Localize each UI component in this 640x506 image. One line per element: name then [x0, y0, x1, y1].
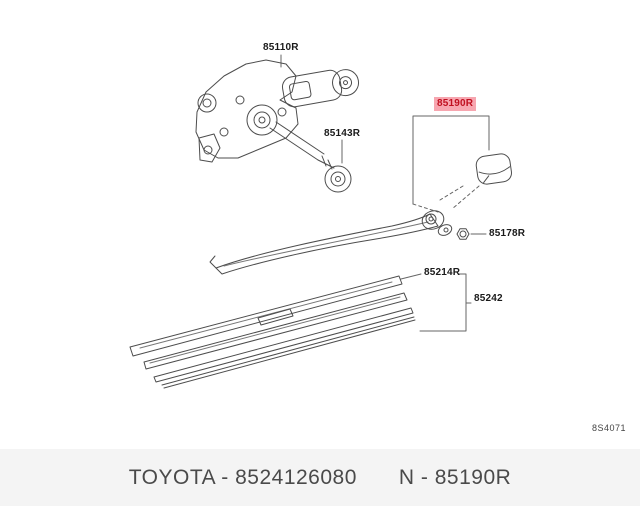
pivot-cap-drawing: [475, 153, 513, 185]
wiper-motor-drawing: [196, 60, 361, 169]
part-label-85143R[interactable]: 85143R: [324, 128, 361, 139]
wiper-blade-drawing: [130, 276, 407, 369]
pivot-nut-drawing: [457, 229, 469, 239]
part-label-85190R-highlighted[interactable]: 85190R: [434, 97, 477, 111]
caption-bar: TOYOTA - 8524126080 N - 85190R: [0, 449, 640, 506]
leader-lines: [281, 55, 489, 331]
part-label-85110R[interactable]: 85110R: [263, 42, 299, 53]
part-label-85178R[interactable]: 85178R: [489, 228, 526, 239]
caption-model-part-number: TOYOTA - 8524126080: [128, 465, 357, 489]
drawing-code: 8S4071: [591, 423, 626, 433]
grommet-drawing: [325, 166, 351, 192]
caption-selected-part-number: N - 85190R: [398, 465, 512, 489]
part-label-85242[interactable]: 85242: [474, 293, 503, 304]
wiper-arm-drawing: [210, 208, 453, 274]
part-label-85214R[interactable]: 85214R: [424, 267, 461, 278]
blade-rubber-drawing: [154, 308, 415, 388]
